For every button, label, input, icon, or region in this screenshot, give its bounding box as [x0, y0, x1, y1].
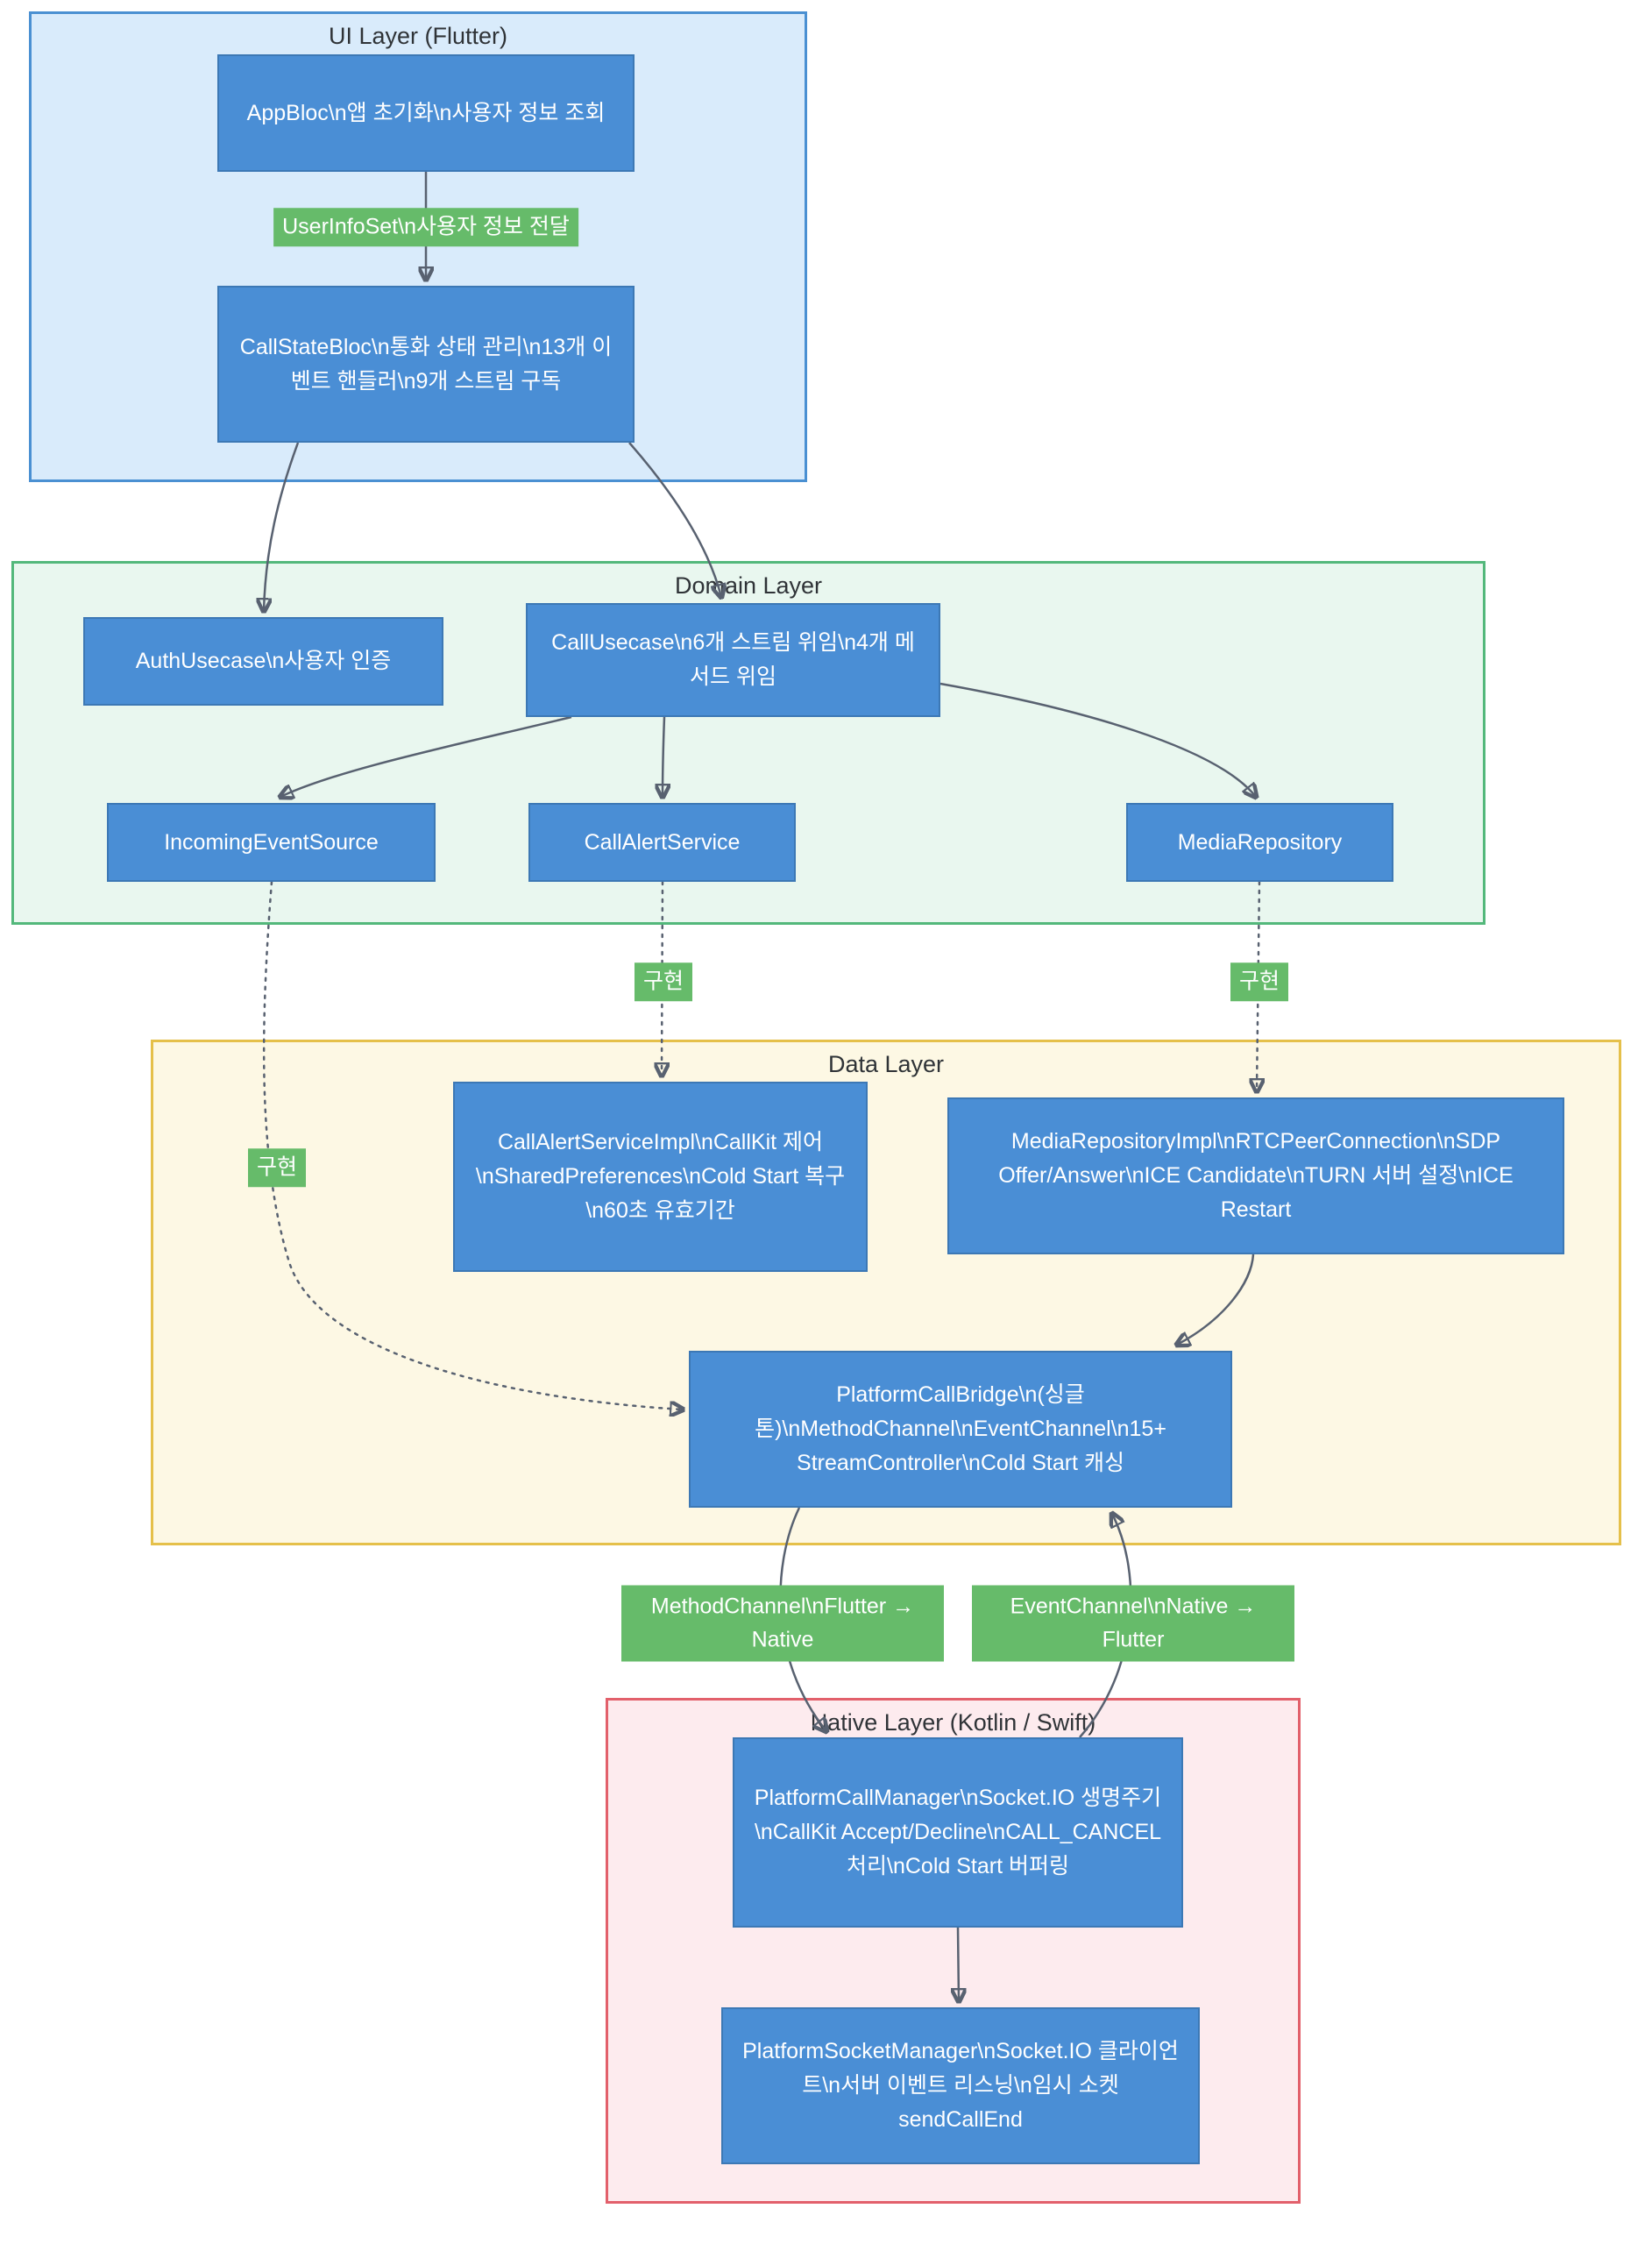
node-platform-call-bridge-label: PlatformCallBridge\n(싱글톤)\nMethodChannel…	[755, 1382, 1166, 1475]
node-call-alert-service-impl: CallAlertServiceImpl\nCallKit 제어\nShared…	[453, 1082, 868, 1272]
edge-label-impl-media-repo: 구현	[1230, 962, 1289, 1001]
edge-label-impl-incoming: 구현	[247, 1148, 307, 1187]
node-platform-socket-manager: PlatformSocketManager\nSocket.IO 클라이언트\n…	[721, 2007, 1200, 2164]
domain-layer-title: Domain Layer	[674, 572, 823, 599]
edge-label-user-info-set: UserInfoSet\n사용자 정보 전달	[273, 208, 578, 246]
node-app-bloc: AppBloc\n앱 초기화\n사용자 정보 조회	[217, 54, 635, 172]
node-call-alert-service-impl-label: CallAlertServiceImpl\nCallKit 제어\nShared…	[475, 1130, 846, 1223]
node-media-repository-label: MediaRepository	[1177, 829, 1343, 855]
edge-label-impl-call-alert: 구현	[634, 962, 693, 1001]
node-platform-socket-manager-label: PlatformSocketManager\nSocket.IO 클라이언트\n…	[742, 2039, 1179, 2132]
node-incoming-event-source-label: IncomingEventSource	[164, 829, 379, 855]
node-call-alert-service-label: CallAlertService	[584, 829, 741, 855]
node-call-state-bloc: CallStateBloc\n통화 상태 관리\n13개 이벤트 핸들러\n9개…	[217, 286, 635, 443]
node-platform-call-manager-label: PlatformCallManager\nSocket.IO 생명주기\nCal…	[754, 1786, 1162, 1878]
node-auth-usecase-label: AuthUsecase\n사용자 인증	[135, 649, 392, 674]
node-incoming-event-source: IncomingEventSource	[107, 803, 436, 882]
edge-label-event-channel: EventChannel\nNative → Flutter	[972, 1585, 1294, 1662]
node-media-repository-impl: MediaRepositoryImpl\nRTCPeerConnection\n…	[947, 1097, 1564, 1254]
ui-layer-title: UI Layer (Flutter)	[328, 23, 508, 49]
native-layer-title: Native Layer (Kotlin / Swift)	[810, 1709, 1096, 1736]
node-call-usecase: CallUsecase\n6개 스트림 위임\n4개 메서드 위임	[526, 603, 940, 717]
node-call-state-bloc-label: CallStateBloc\n통화 상태 관리\n13개 이벤트 핸들러\n9개…	[239, 334, 613, 394]
node-platform-call-bridge: PlatformCallBridge\n(싱글톤)\nMethodChannel…	[689, 1351, 1232, 1508]
node-app-bloc-label: AppBloc\n앱 초기화\n사용자 정보 조회	[246, 100, 606, 125]
node-platform-call-manager: PlatformCallManager\nSocket.IO 생명주기\nCal…	[733, 1737, 1183, 1928]
node-call-usecase-label: CallUsecase\n6개 스트림 위임\n4개 메서드 위임	[551, 630, 915, 689]
node-media-repository-impl-label: MediaRepositoryImpl\nRTCPeerConnection\n…	[998, 1129, 1514, 1222]
node-call-alert-service: CallAlertService	[528, 803, 796, 882]
edge-label-method-channel: MethodChannel\nFlutter → Native	[621, 1585, 944, 1662]
node-media-repository: MediaRepository	[1126, 803, 1393, 882]
data-layer-title: Data Layer	[827, 1051, 945, 1077]
node-auth-usecase: AuthUsecase\n사용자 인증	[83, 617, 443, 706]
